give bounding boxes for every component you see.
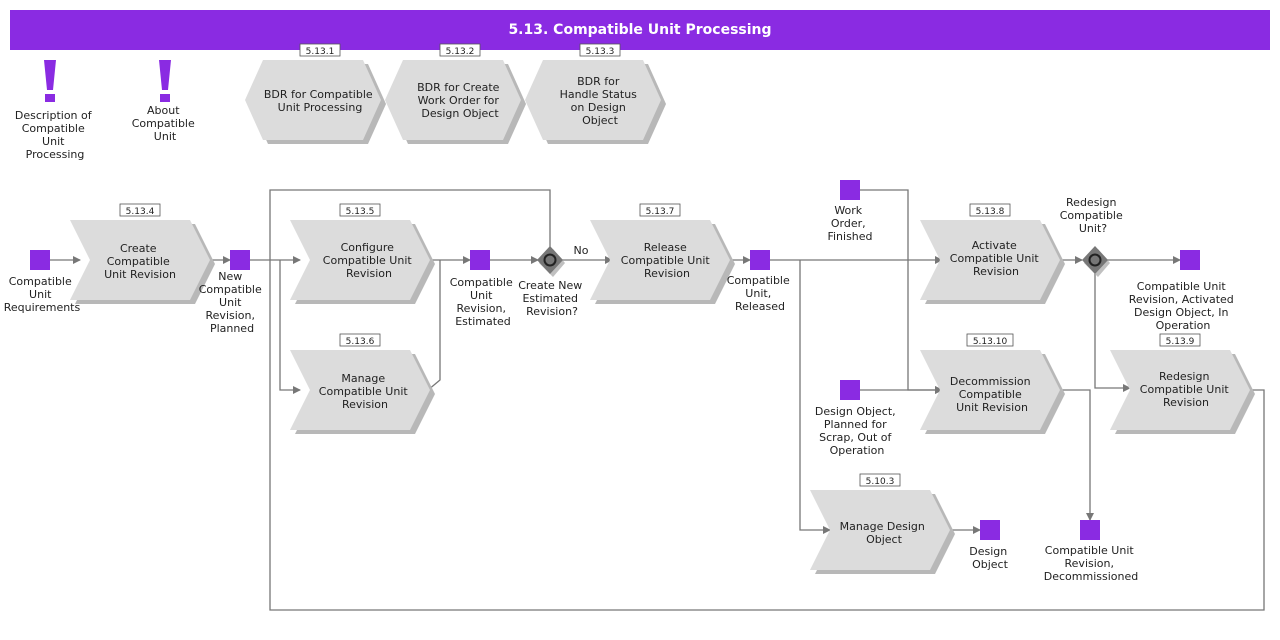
data-object-icon (840, 180, 860, 200)
data-object-icon (1180, 250, 1200, 270)
bdr-item-5-13-2[interactable]: 5.13.2 BDR for Create Work Order for Des… (385, 43, 526, 144)
process-activate-cu-revision[interactable]: 5.13.8 Activate Compatible Unit Revision (920, 203, 1065, 304)
bdr-id: 5.13.1 (306, 47, 335, 57)
edge-label-no: No (574, 244, 589, 257)
process-id: 5.13.7 (646, 207, 675, 217)
process-create-cu-revision[interactable]: 5.13.4 Create Compatible Unit Revision (70, 203, 215, 304)
process-redesign-cu-revision[interactable]: 5.13.9 Redesign Compatible Unit Revision (1110, 333, 1255, 434)
info-label: About Compatible Unit (132, 104, 199, 143)
process-label: Manage Compatible Unit Revision (319, 372, 411, 411)
process-label: Manage Design Object (840, 520, 929, 546)
data-cu-released[interactable]: Compatible Unit, Released (727, 250, 794, 313)
exclamation-icon (44, 60, 56, 102)
data-cu-revision-activated[interactable]: Compatible Unit Revision, Activated Desi… (1129, 250, 1238, 332)
data-new-cu-revision-planned[interactable]: New Compatible Unit Revision, Planned (199, 250, 266, 335)
info-item-description[interactable]: Description of Compatible Unit Processin… (15, 60, 95, 161)
process-id: 5.13.8 (976, 207, 1005, 217)
data-object-icon (840, 380, 860, 400)
process-id: 5.13.4 (126, 207, 155, 217)
process-manage-cu-revision[interactable]: 5.13.6 Manage Compatible Unit Revision (290, 333, 435, 434)
bdr-item-5-13-3[interactable]: 5.13.3 BDR for Handle Status on Design O… (525, 43, 666, 144)
data-label: Compatible Unit, Released (727, 274, 794, 313)
process-label: Redesign Compatible Unit Revision (1140, 370, 1232, 409)
data-object-icon (230, 250, 250, 270)
process-label: Release Compatible Unit Revision (621, 241, 713, 280)
gateway-create-new-estimated-revision[interactable]: Create New Estimated Revision? No (518, 244, 589, 318)
connectors (50, 189, 1265, 611)
process-id: 5.13.9 (1166, 337, 1195, 347)
bdr-item-5-13-1[interactable]: 5.13.1 BDR for Compatible Unit Processin… (245, 43, 386, 144)
info-label: Description of Compatible Unit Processin… (15, 109, 95, 161)
gateway-redesign-cu[interactable]: Redesign Compatible Unit? (1060, 196, 1127, 277)
exclamation-icon (159, 60, 171, 102)
process-decommission-cu-revision[interactable]: 5.13.10 Decommission Compatible Unit Rev… (920, 333, 1065, 434)
gateway-label: Create New Estimated Revision? (518, 279, 586, 318)
data-label: Work Order, Finished (827, 204, 872, 243)
gateway-icon (1088, 253, 1102, 267)
process-label: Activate Compatible Unit Revision (950, 239, 1042, 278)
process-release-cu-revision[interactable]: 5.13.7 Release Compatible Unit Revision (590, 203, 735, 304)
process-id: 5.13.10 (973, 337, 1008, 347)
data-work-order-finished[interactable]: Work Order, Finished (827, 180, 873, 243)
bdr-label: BDR for Handle Status on Design Object (560, 75, 641, 127)
info-item-about[interactable]: About Compatible Unit (132, 60, 199, 143)
data-label: Compatible Unit Revision, Estimated (450, 276, 517, 328)
process-label: Decommission Compatible Unit Revision (950, 375, 1034, 414)
diagram-title: 5.13. Compatible Unit Processing (10, 10, 1270, 50)
process-configure-cu-revision[interactable]: 5.13.5 Configure Compatible Unit Revisio… (290, 203, 435, 304)
bdr-label: BDR for Create Work Order for Design Obj… (417, 81, 503, 120)
data-label: Compatible Unit Requirements (4, 275, 81, 314)
data-label: New Compatible Unit Revision, Planned (199, 270, 266, 335)
data-object-icon (750, 250, 770, 270)
bdr-id: 5.13.3 (586, 47, 615, 57)
data-label: Design Object, Planned for Scrap, Out of… (815, 405, 899, 457)
data-label: Compatible Unit Revision, Decommissioned (1044, 544, 1138, 583)
gateway-icon (543, 253, 557, 267)
process-label: Create Compatible Unit Revision (104, 242, 176, 281)
data-object-icon (1080, 520, 1100, 540)
data-cu-revision-decommissioned[interactable]: Compatible Unit Revision, Decommissioned (1044, 520, 1138, 583)
process-manage-design-object[interactable]: 5.10.3 Manage Design Object (810, 473, 955, 574)
bdr-label: BDR for Compatible Unit Processing (264, 88, 376, 114)
data-design-object-planned-scrap[interactable]: Design Object, Planned for Scrap, Out of… (815, 380, 899, 457)
data-design-object[interactable]: Design Object (969, 520, 1010, 571)
process-id: 5.10.3 (866, 477, 895, 487)
gateway-label: Redesign Compatible Unit? (1060, 196, 1127, 235)
process-id: 5.13.5 (346, 207, 375, 217)
data-label: Compatible Unit Revision, Activated Desi… (1129, 280, 1238, 332)
process-label: Configure Compatible Unit Revision (323, 241, 415, 280)
process-id: 5.13.6 (346, 337, 375, 347)
data-object-icon (470, 250, 490, 270)
data-cu-requirements[interactable]: Compatible Unit Requirements (4, 250, 81, 314)
data-cu-revision-estimated[interactable]: Compatible Unit Revision, Estimated (450, 250, 517, 328)
bdr-id: 5.13.2 (446, 47, 475, 57)
data-label: Design Object (969, 545, 1010, 571)
data-object-icon (30, 250, 50, 270)
data-object-icon (980, 520, 1000, 540)
